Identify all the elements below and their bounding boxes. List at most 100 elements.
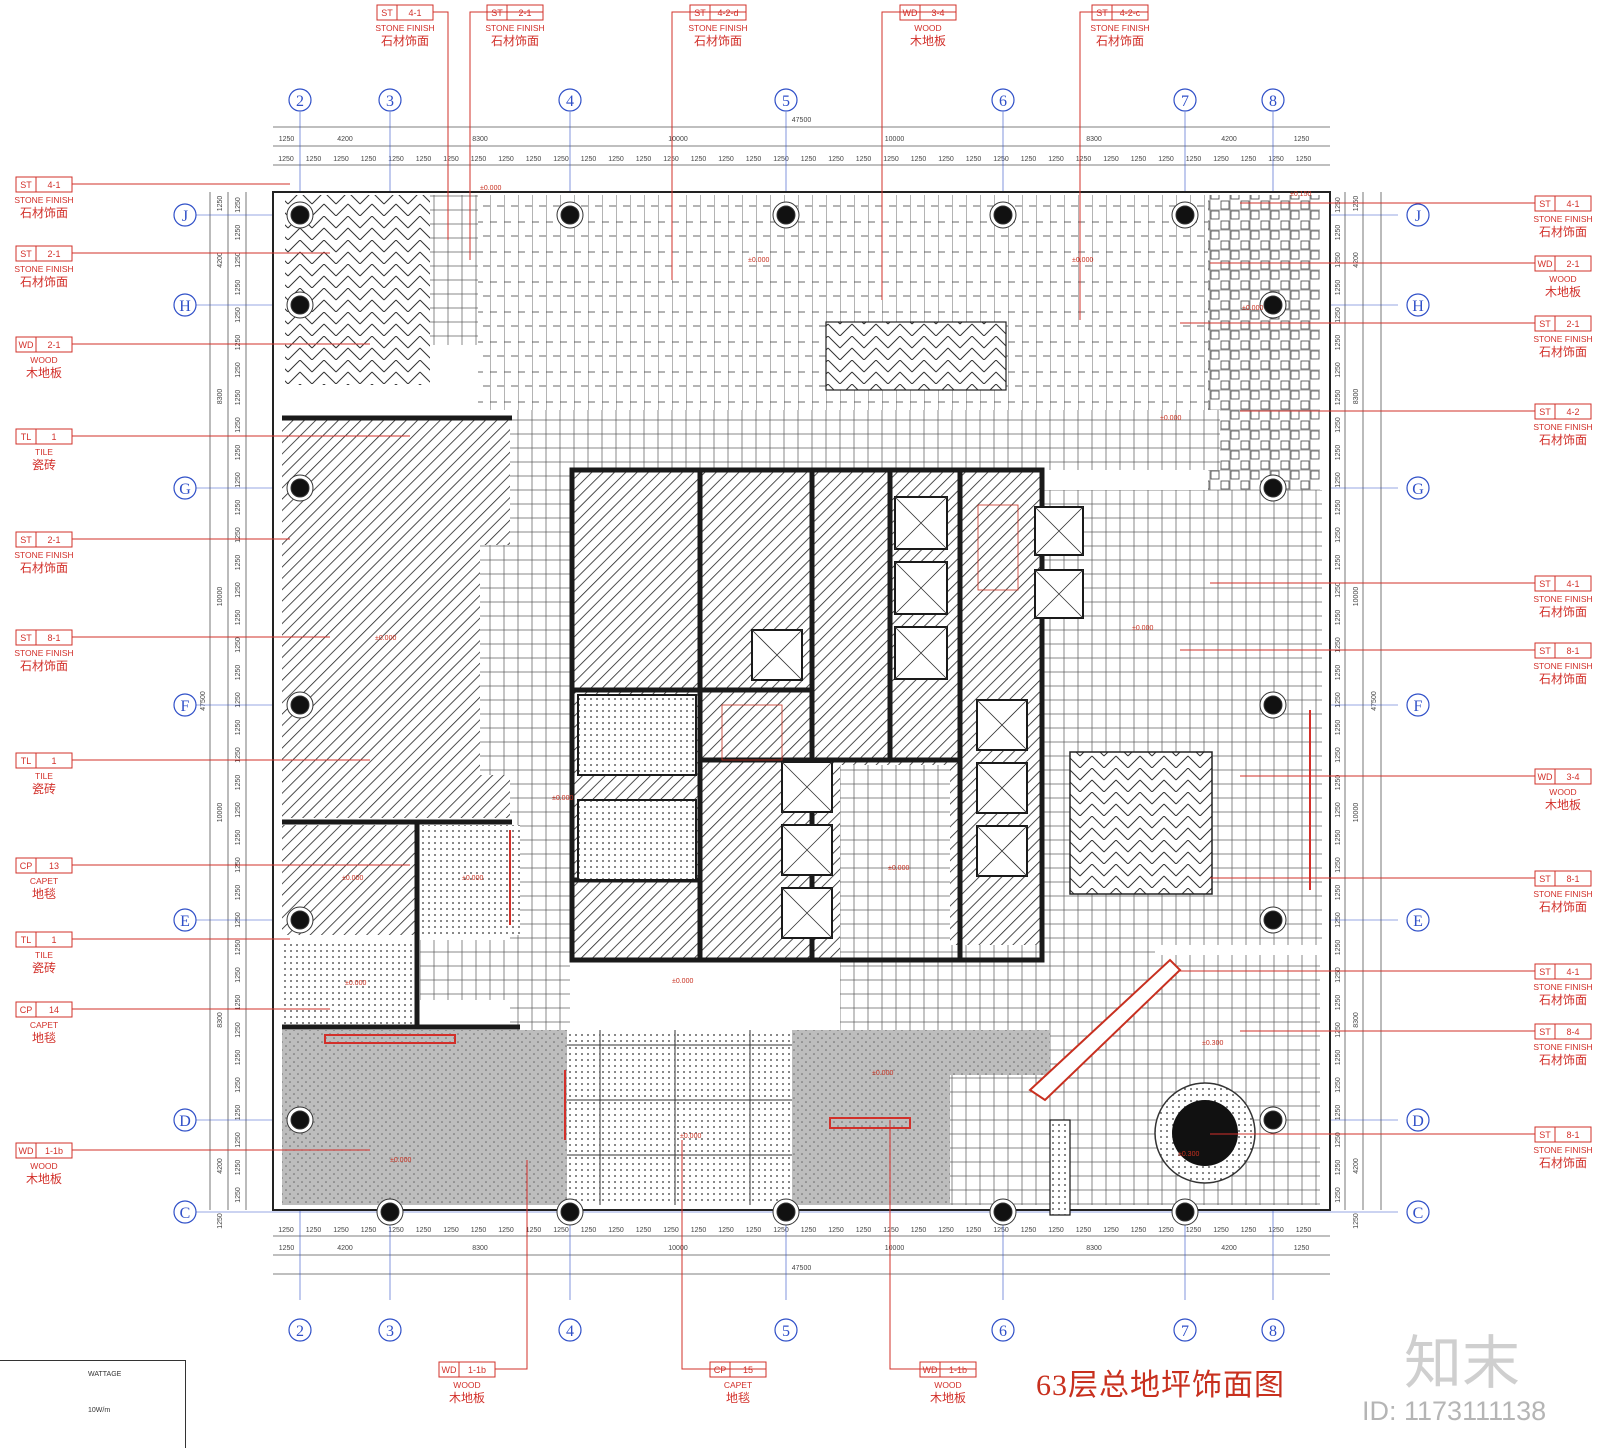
grid-bubble-row-D: D	[1406, 1108, 1430, 1132]
dimension-text: 47500	[1371, 691, 1378, 711]
svg-text:E: E	[1413, 913, 1423, 930]
dimension-text: 1250	[1021, 156, 1037, 163]
dimension-text: 1250	[235, 720, 242, 736]
svg-text:3: 3	[386, 93, 394, 110]
sw-dotted-room	[420, 825, 520, 935]
west-tile-zone	[282, 418, 512, 818]
dimension-text: 1250	[636, 1227, 652, 1234]
dimension-text: 4200	[1221, 136, 1237, 143]
level-mark: ±0.000	[390, 1157, 411, 1164]
dimension-text: 1250	[1296, 1227, 1312, 1234]
dimension-text: 1250	[235, 995, 242, 1011]
dimension-text: 1250	[235, 307, 242, 323]
dimension-text: 1250	[1335, 665, 1342, 681]
dimension-text: 1250	[1335, 555, 1342, 571]
dimension-text: 1250	[235, 967, 242, 983]
svg-text:ST: ST	[1539, 579, 1551, 589]
grid-bubble-row-E: E	[1406, 908, 1430, 932]
dimension-text: 1250	[1158, 1227, 1174, 1234]
dimension-text: 1250	[416, 1227, 432, 1234]
dimension-text: 8300	[217, 389, 224, 405]
grid-bubble-col-8: 8	[1261, 1318, 1285, 1342]
dimension-text: 1250	[581, 156, 597, 163]
dimension-text: 1250	[235, 362, 242, 378]
stairs	[721, 504, 1019, 761]
svg-text:4: 4	[566, 1323, 574, 1340]
grid-bubble-row-H: H	[1406, 293, 1430, 317]
dimension-text: 1250	[235, 500, 242, 516]
dimension-text: 1250	[746, 156, 762, 163]
grid-bubble-col-6: 6	[991, 88, 1015, 112]
level-mark: ±0.000	[872, 1070, 893, 1077]
grid-bubble-row-C: C	[173, 1200, 197, 1224]
svg-text:13: 13	[49, 861, 59, 871]
dimension-text: 1250	[235, 335, 242, 351]
grid-bubble-col-5: 5	[774, 1318, 798, 1342]
svg-text:石材饰面: 石材饰面	[1539, 433, 1587, 447]
dimension-text: 1250	[235, 830, 242, 846]
svg-text:8-1: 8-1	[1566, 646, 1579, 656]
svg-text:C: C	[1413, 1205, 1424, 1222]
svg-text:G: G	[179, 481, 191, 498]
svg-text:TILE: TILE	[35, 771, 53, 781]
dimension-text: 10000	[217, 587, 224, 607]
structural-column	[286, 691, 314, 719]
east-wood-feature	[1069, 751, 1213, 895]
svg-text:WD: WD	[903, 8, 918, 18]
dimension-text: 1250	[235, 802, 242, 818]
west-spine-tiles	[510, 470, 570, 1030]
grid-bubble-row-G: G	[1406, 476, 1430, 500]
dimension-text: 1250	[1335, 335, 1342, 351]
dimension-text: 1250	[333, 156, 349, 163]
dimension-text: 1250	[1335, 995, 1342, 1011]
dimension-text: 1250	[883, 1227, 899, 1234]
svg-text:TILE: TILE	[35, 447, 53, 457]
dimension-text: 4200	[1353, 252, 1360, 268]
grid-bubble-col-7: 7	[1173, 1318, 1197, 1342]
svg-text:石材饰面: 石材饰面	[1539, 993, 1587, 1007]
svg-text:瓷砖: 瓷砖	[32, 457, 56, 472]
dimension-text: 8300	[217, 1012, 224, 1028]
dimension-text: 1250	[1103, 156, 1119, 163]
svg-text:石材饰面: 石材饰面	[1096, 34, 1144, 48]
level-mark: ±0.000	[888, 865, 909, 872]
svg-text:ST: ST	[1539, 1130, 1551, 1140]
structural-column	[1259, 906, 1287, 934]
elevator-crosses	[751, 496, 1084, 939]
central-south-tiles	[840, 765, 950, 1035]
level-mark: ±0.000	[345, 980, 366, 987]
dimension-text: 1250	[1241, 156, 1257, 163]
grid-bubble-row-D: D	[173, 1108, 197, 1132]
svg-text:瓷砖: 瓷砖	[32, 781, 56, 796]
dimension-text: 1250	[1048, 156, 1064, 163]
svg-text:石材饰面: 石材饰面	[1539, 1156, 1587, 1170]
level-mark: ±0.000	[342, 875, 363, 882]
structural-column	[772, 1198, 800, 1226]
dimension-text: 1250	[388, 1227, 404, 1234]
svg-text:ST: ST	[20, 249, 32, 259]
dimension-text: 1250	[1103, 1227, 1119, 1234]
dimension-text: 8300	[1353, 389, 1360, 405]
svg-text:E: E	[180, 913, 190, 930]
svg-text:ST: ST	[1539, 407, 1551, 417]
dimension-text: 1250	[1335, 252, 1342, 268]
dimension-text: 1250	[1335, 637, 1342, 653]
svg-text:4-2-c: 4-2-c	[1120, 8, 1141, 18]
svg-text:5: 5	[782, 1323, 790, 1340]
dimension-text: 1250	[718, 156, 734, 163]
ne-stone-weave	[1208, 195, 1320, 490]
svg-text:8-1: 8-1	[47, 633, 60, 643]
structural-column	[556, 201, 584, 229]
grid-bubble-row-H: H	[173, 293, 197, 317]
dimension-text: 1250	[1335, 527, 1342, 543]
svg-text:CAPET: CAPET	[30, 1020, 58, 1030]
dimension-text: 1250	[1335, 445, 1342, 461]
grid-bubble-col-2: 2	[288, 88, 312, 112]
grid-bubble-row-J: J	[1406, 203, 1430, 227]
svg-text:石材饰面: 石材饰面	[20, 275, 68, 289]
